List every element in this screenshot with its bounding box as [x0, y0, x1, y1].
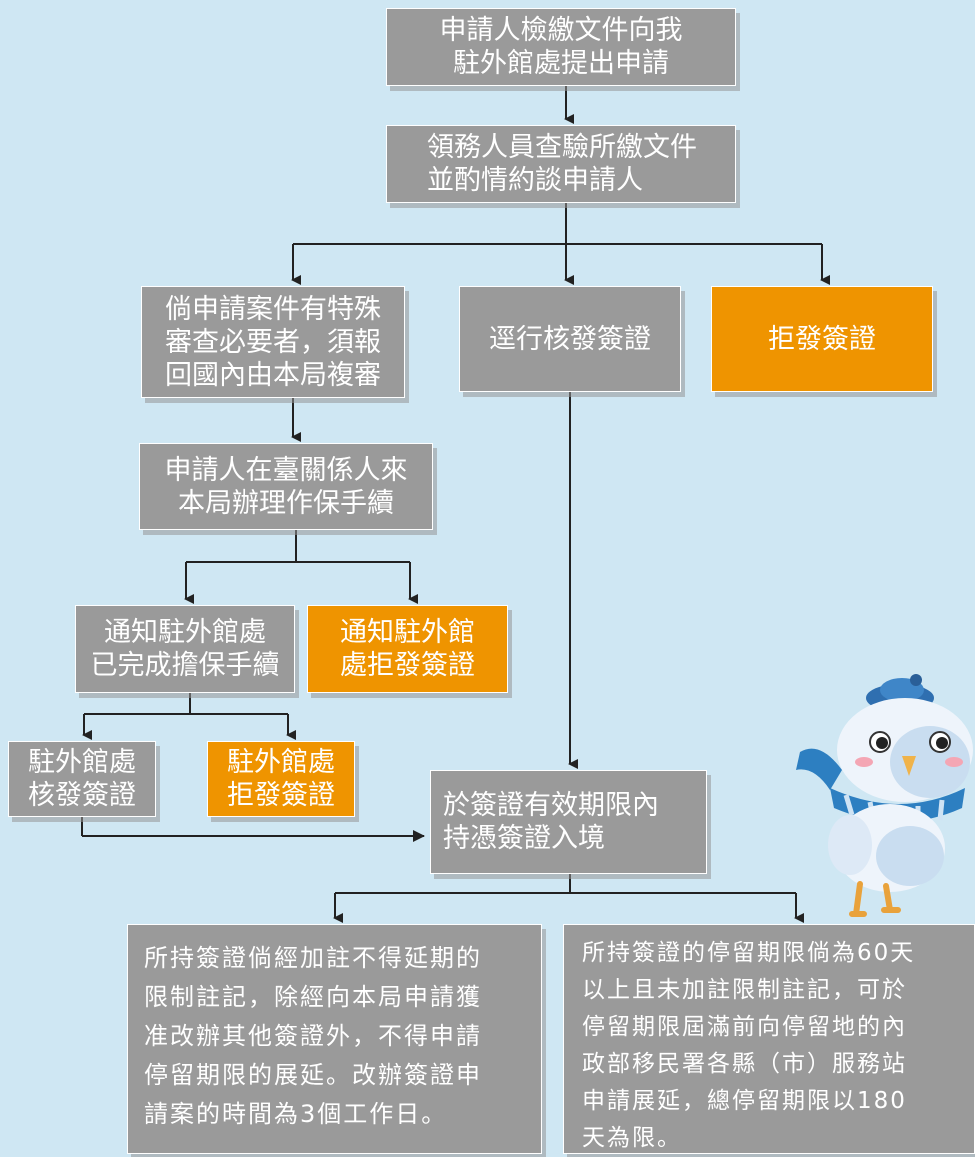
step-notify-guarantee-complete: 通知駐外館處 已完成擔保手續 — [75, 605, 295, 693]
step-guarantor-procedure: 申請人在臺關係人來 本局辦理作保手續 — [139, 443, 433, 530]
note-extension-allowed: 所持簽證的停留期限倘為60天 以上且未加註限制註記，可於 停留期限屆滿前向停留地… — [563, 924, 975, 1154]
step-document-review: 領務人員查驗所繳文件 並酌情約談申請人 — [386, 125, 736, 203]
note-no-extension: 所持簽證倘經加註不得延期的 限制註記，除經向本局申請獲 准改辦其他簽證外，不得申… — [127, 924, 542, 1154]
step-mission-refuse-visa: 駐外館處 拒發簽證 — [207, 741, 355, 817]
step-mission-issue-visa: 駐外館處 核發簽證 — [8, 741, 156, 817]
step-issue-visa-directly: 逕行核發簽證 — [459, 286, 681, 392]
step-refuse-visa: 拒發簽證 — [711, 286, 933, 392]
step-submit-application: 申請人檢繳文件向我 駐外館處提出申請 — [386, 8, 736, 86]
step-enter-with-visa: 於簽證有效期限內 持憑簽證入境 — [430, 770, 707, 874]
mascot-bird-illustration — [796, 674, 973, 917]
step-notify-refusal: 通知駐外館 處拒發簽證 — [307, 605, 508, 693]
step-special-review: 倘申請案件有特殊 審查必要者，須報 回國內由本局複審 — [141, 286, 405, 398]
